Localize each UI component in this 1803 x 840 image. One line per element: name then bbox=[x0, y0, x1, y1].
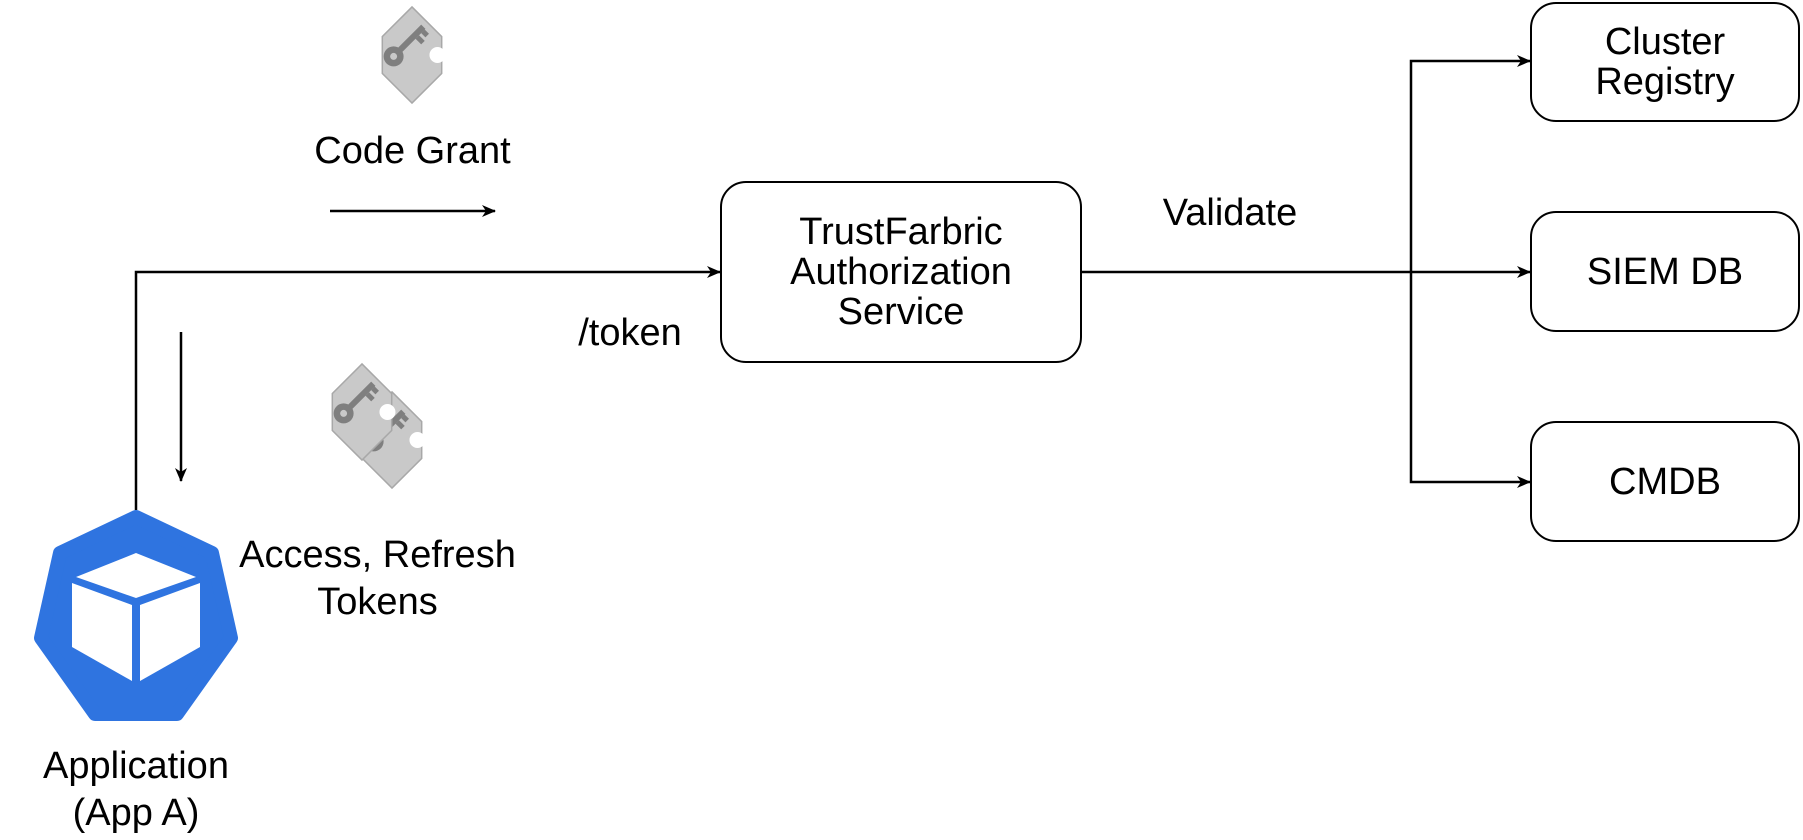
token-endpoint-label: /token bbox=[578, 312, 682, 354]
application-label: Application (App A) bbox=[20, 743, 252, 837]
kubernetes-pod-icon bbox=[34, 510, 238, 721]
validate-label: Validate bbox=[1162, 192, 1298, 234]
tokens-label-line2: Tokens bbox=[317, 581, 438, 623]
cluster-registry-node[interactable]: Cluster Registry bbox=[1530, 2, 1800, 122]
auth-service-line3: Service bbox=[837, 291, 965, 333]
tokens-label-line1: Access, Refresh bbox=[239, 534, 516, 576]
cmdb-label: CMDB bbox=[1609, 460, 1721, 503]
app-to-auth-connector bbox=[134, 266, 721, 510]
cluster-registry-line2: Registry bbox=[1595, 61, 1735, 103]
application-label-line1: Application bbox=[43, 745, 229, 787]
auth-service-line2: Authorization bbox=[790, 251, 1012, 293]
application-label-line2: (App A) bbox=[72, 792, 200, 834]
key-tag-icon bbox=[381, 5, 446, 105]
cluster-registry-line1: Cluster bbox=[1604, 21, 1726, 63]
cmdb-node[interactable]: CMDB bbox=[1530, 421, 1800, 542]
auth-service-line1: TrustFarbric bbox=[799, 211, 1003, 253]
tokens-label: Access, Refresh Tokens bbox=[220, 532, 535, 626]
branch-to-cmdb bbox=[1409, 272, 1531, 488]
code-grant-label: Code Grant bbox=[314, 130, 511, 172]
siem-db-label: SIEM DB bbox=[1586, 250, 1744, 293]
auth-service-node[interactable]: TrustFarbric Authorization Service bbox=[720, 181, 1082, 363]
double-key-tag-icon bbox=[331, 362, 426, 490]
siem-db-node[interactable]: SIEM DB bbox=[1530, 211, 1800, 332]
branch-to-cluster-registry bbox=[1409, 55, 1531, 272]
